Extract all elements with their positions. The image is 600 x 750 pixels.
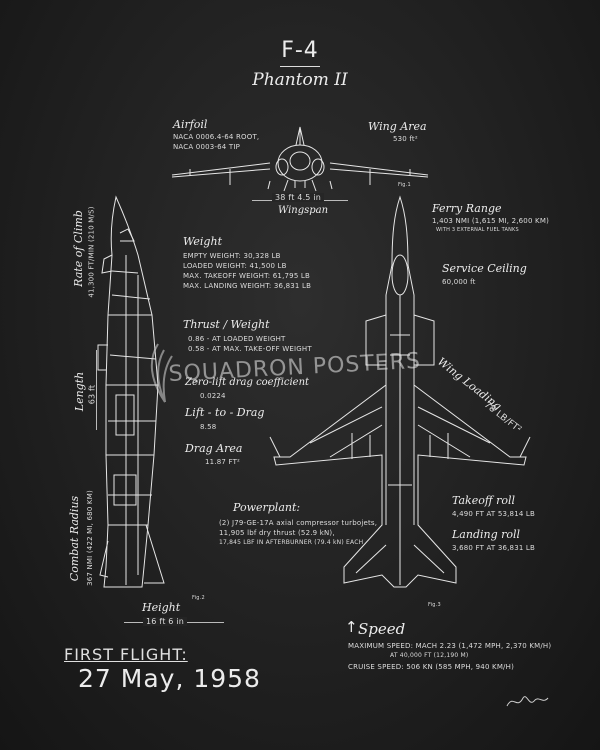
wing-area-label: Wing Area [368,120,427,133]
ferry-range-note: WITH 3 EXTERNAL FUEL TANKS [436,227,519,233]
lift-drag-value: 8.58 [200,423,217,431]
aircraft-model: F-4 [281,38,319,63]
drag-area-value: 11.87 FT² [205,458,241,466]
service-ceiling-label: Service Ceiling [442,262,527,275]
aircraft-name: Phantom II [252,70,348,90]
length-value: 63 ft [87,384,97,405]
service-ceiling-value: 60,000 ft [442,278,476,286]
weight-empty: EMPTY WEIGHT: 30,328 LB [183,252,281,260]
weight-max-takeoff: MAX. TAKEOFF WEIGHT: 61,795 LB [183,272,311,280]
thrust-weight-max: 0.58 - AT MAX. TAKE-OFF WEIGHT [188,345,312,353]
thrust-weight-loaded: 0.86 - AT LOADED WEIGHT [188,335,286,343]
height-label: Height [142,601,181,614]
ferry-range-value: 1,403 NMI (1,615 MI, 2,600 KM) [432,217,550,225]
zero-lift-label: Zero-lift drag coefficient [185,377,310,388]
title-underline [280,66,320,67]
figure-3-label: Fig.3 [428,602,441,608]
front-view-drawing [171,126,429,192]
rate-of-climb-value: 41,300 FT/MIN (210 M/S) [87,206,96,298]
artist-signature [506,696,549,707]
landing-roll-label: Landing roll [452,528,521,541]
speed-cruise: CRUISE SPEED: 506 KN (585 MPH, 940 KM/H) [348,663,515,671]
speed-arrow-icon: ↑ [345,618,358,636]
airfoil-root: NACA 0006.4-64 ROOT, [173,133,260,141]
first-flight-date: 27 May, 1958 [78,664,261,693]
speed-label: Speed [358,620,406,638]
top-view-drawing [269,195,531,588]
first-flight-label: FIRST FLIGHT: [64,645,188,664]
lift-drag-label: Lift - to - Drag [185,406,265,419]
figure-1-label: Fig.1 [398,182,411,188]
airfoil-label: Airfoil [173,118,208,131]
weight-max-landing: MAX. LANDING WEIGHT: 36,831 LB [183,282,312,290]
height-value: 16 ft 6 in [143,617,188,626]
thrust-weight-label: Thrust / Weight [183,318,270,331]
side-view-drawing [97,195,165,588]
speed-max: MAXIMUM SPEED: MACH 2.23 (1,472 MPH, 2,3… [348,642,552,650]
powerplant-dry-thrust: 11,905 lbf dry thrust (52.9 kN), [219,529,335,537]
drag-area-label: Drag Area [185,442,243,455]
speed-altitude: AT 40,000 FT (12,190 M) [390,652,469,659]
ferry-range-label: Ferry Range [432,202,502,215]
takeoff-roll-value: 4,490 FT AT 53,814 LB [452,510,536,518]
weight-loaded: LOADED WEIGHT: 41,500 LB [183,262,287,270]
landing-roll-value: 3,680 FT AT 36,831 LB [452,544,536,552]
powerplant-label: Powerplant: [233,501,301,514]
rate-of-climb-label: Rate of Climb [71,210,85,287]
wingspan-label: Wingspan [278,205,329,216]
zero-lift-value: 0.0224 [200,392,226,400]
length-arrow [96,350,97,430]
figure-2-label: Fig.2 [192,595,205,601]
length-label: Length [73,371,87,412]
airfoil-tip: NACA 0003-64 TIP [173,143,241,151]
weight-label: Weight [183,235,222,248]
combat-radius-label: Combat Radius [68,495,82,582]
wingspan-value: 38 ft 4.5 in [272,193,325,202]
takeoff-roll-label: Takeoff roll [452,494,516,507]
powerplant-afterburner: 17,845 LBF IN AFTERBURNER (79.4 kN) EACH [219,539,364,546]
powerplant-engines: (2) J79-GE-17A axial compressor turbojet… [219,519,378,527]
combat-radius-value: 367 NMI (422 MI, 680 KM) [85,490,94,586]
squadron-posters-logo [150,343,173,403]
wing-area-value: 530 ft² [393,135,418,143]
